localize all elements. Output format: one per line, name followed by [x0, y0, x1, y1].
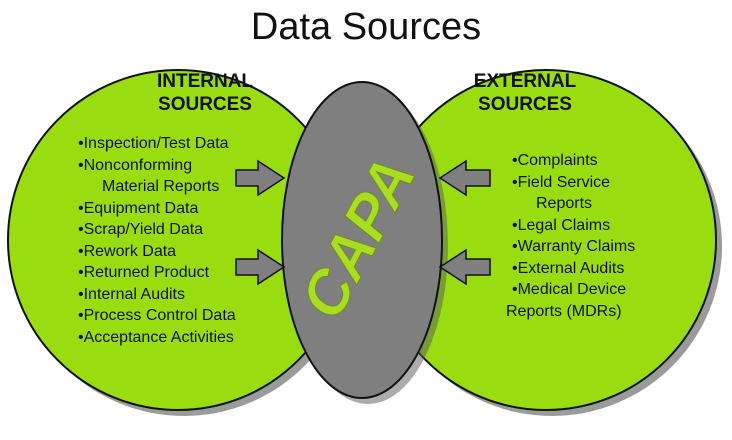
- internal-heading-line: INTERNAL: [156, 71, 254, 92]
- list-item: •External Audits: [512, 259, 625, 277]
- list-item: •Warranty Claims: [512, 238, 636, 255]
- capa-ellipse: [281, 81, 443, 399]
- internal-arrow-bottom-icon: [235, 248, 286, 286]
- list-item: •Complaints: [512, 152, 598, 169]
- external-heading-line: EXTERNAL: [473, 71, 577, 92]
- list-item: •Returned Product: [78, 264, 210, 281]
- list-item: •Inspection/Test Data: [78, 135, 229, 152]
- list-item: •Legal Claims: [512, 216, 611, 234]
- internal-arrow-top-icon: [235, 159, 286, 197]
- list-item: •Equipment Data: [78, 199, 199, 217]
- internal-heading-line: SOURCES: [158, 94, 252, 115]
- list-item: •Scrap/Yield Data: [78, 221, 204, 238]
- internal-sources-heading: INTERNAL SOURCES: [120, 70, 290, 116]
- list-item: •Acceptance Activities: [78, 328, 234, 346]
- list-item: •Process Control Data: [78, 307, 236, 324]
- external-heading-line: SOURCES: [478, 94, 572, 115]
- external-sources-heading: EXTERNAL SOURCES: [430, 70, 620, 116]
- list-item: •Internal Audits: [78, 285, 185, 303]
- page-title: Data Sources: [250, 6, 482, 48]
- external-arrow-top-icon: [438, 159, 491, 197]
- external-arrow-bottom-icon: [438, 248, 491, 286]
- list-item: •Rework Data: [78, 242, 177, 260]
